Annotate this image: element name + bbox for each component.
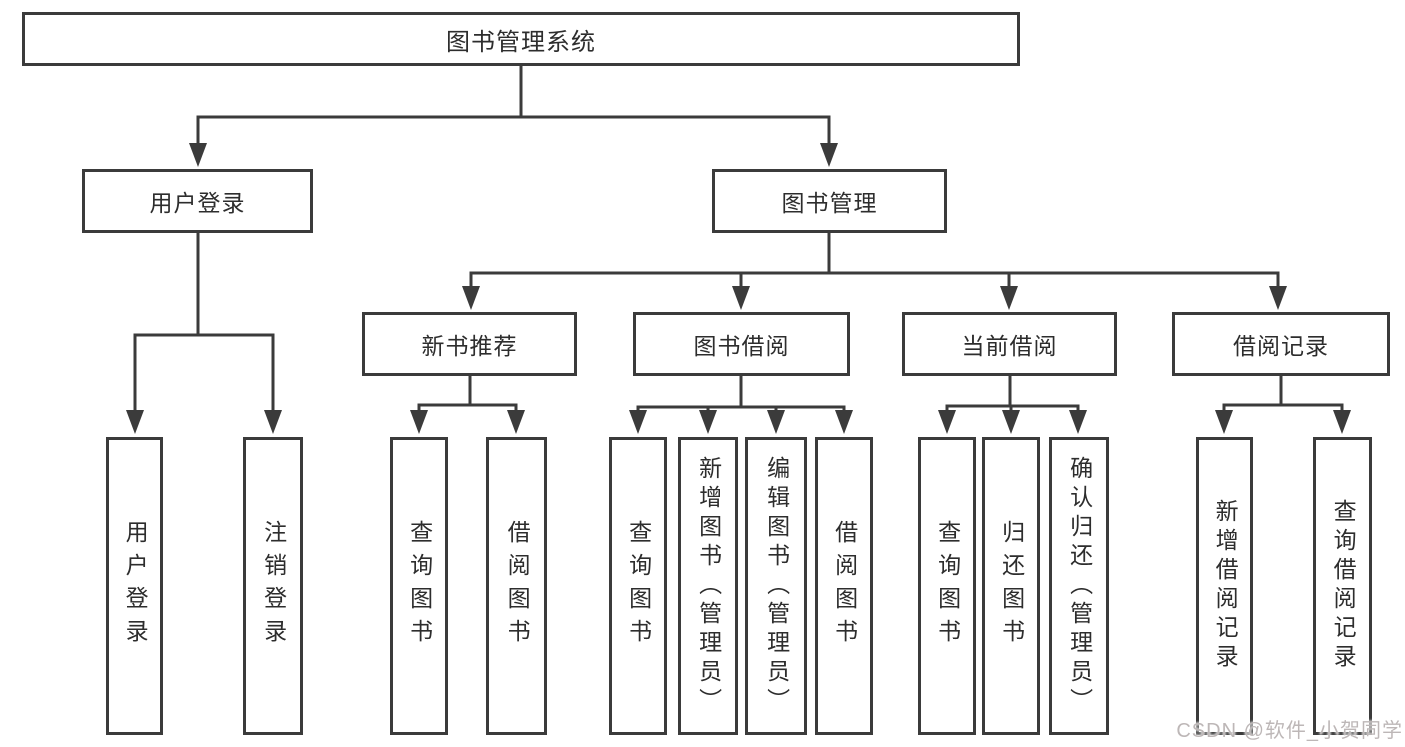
- node-label: 编辑图书（管理员）: [763, 455, 790, 717]
- node-label: 新增图书（管理员）: [695, 455, 722, 717]
- leaf-add-book-admin: 新增图书（管理员）: [678, 437, 738, 735]
- arrow-down-icon: [1002, 410, 1020, 434]
- node-book-management: 图书管理: [712, 169, 947, 233]
- node-library-management-system: 图书管理系统: [22, 12, 1020, 66]
- arrow-down-icon: [462, 286, 480, 310]
- arrow-down-icon: [507, 410, 525, 434]
- node-label: 图书借阅: [693, 333, 790, 359]
- arrow-down-icon: [1269, 286, 1287, 310]
- node-label: 查询图书: [934, 520, 961, 652]
- node-label: 图书管理系统: [446, 28, 596, 56]
- arrow-down-icon: [1333, 410, 1351, 434]
- node-label: 注销登录: [260, 520, 287, 652]
- leaf-borrow-books-recommend: 借阅图书: [486, 437, 547, 735]
- connector-root: [196, 64, 831, 147]
- leaf-query-books-borrow: 查询图书: [609, 437, 667, 735]
- arrow-down-icon: [938, 410, 956, 434]
- node-label: 查询图书: [625, 520, 652, 652]
- node-new-book-recommend: 新书推荐: [362, 312, 577, 376]
- arrow-down-icon: [699, 410, 717, 434]
- leaf-logout-login: 注销登录: [243, 437, 303, 735]
- arrow-down-icon: [126, 410, 144, 434]
- connector-book-management: [469, 231, 1280, 290]
- watermark: CSDN @软件_小贺同学: [1176, 720, 1403, 742]
- node-label: 查询图书: [406, 520, 433, 652]
- node-label: 用户登录: [122, 520, 149, 652]
- node-label: 借阅图书: [831, 520, 858, 652]
- node-label: 新书推荐: [421, 333, 518, 359]
- arrow-down-icon: [410, 410, 428, 434]
- leaf-add-borrow-record: 新增借阅记录: [1196, 437, 1253, 735]
- node-borrow-records: 借阅记录: [1172, 312, 1390, 376]
- node-label: 查询借阅记录: [1330, 499, 1357, 673]
- connector-borrow-records: [1222, 374, 1344, 414]
- arrow-down-icon: [732, 286, 750, 310]
- node-user-login: 用户登录: [82, 169, 313, 233]
- arrow-down-icon: [835, 410, 853, 434]
- leaf-borrow-books: 借阅图书: [815, 437, 873, 735]
- arrow-down-icon: [1215, 410, 1233, 434]
- arrow-down-icon: [1069, 410, 1087, 434]
- leaf-confirm-return-admin: 确认归还（管理员）: [1049, 437, 1109, 735]
- node-label: 当前借阅: [961, 333, 1058, 359]
- leaf-return-books: 归还图书: [982, 437, 1040, 735]
- node-current-borrow: 当前借阅: [902, 312, 1117, 376]
- connector-user-login: [133, 231, 275, 414]
- leaf-query-borrow-record: 查询借阅记录: [1313, 437, 1372, 735]
- node-label: 图书管理: [781, 190, 878, 216]
- arrow-down-icon: [629, 410, 647, 434]
- node-label: 新增借阅记录: [1212, 499, 1239, 673]
- leaf-query-books-current: 查询图书: [918, 437, 976, 735]
- arrow-down-icon: [264, 410, 282, 434]
- leaf-query-books-recommend: 查询图书: [390, 437, 448, 735]
- node-label: 用户登录: [149, 190, 246, 216]
- arrow-down-icon: [189, 143, 207, 167]
- node-label: 借阅图书: [504, 520, 531, 652]
- arrow-down-icon: [820, 143, 838, 167]
- connector-book-borrow: [636, 374, 846, 414]
- connector-new-book: [417, 374, 518, 414]
- connector-current-borrow: [945, 374, 1080, 414]
- node-label: 确认归还（管理员）: [1066, 455, 1093, 717]
- arrow-down-icon: [1000, 286, 1018, 310]
- node-label: 借阅记录: [1233, 333, 1329, 359]
- node-label: 归还图书: [998, 520, 1025, 652]
- arrow-down-icon: [767, 410, 785, 434]
- leaf-user-login: 用户登录: [106, 437, 163, 735]
- node-book-borrow: 图书借阅: [633, 312, 850, 376]
- leaf-edit-book-admin: 编辑图书（管理员）: [745, 437, 807, 735]
